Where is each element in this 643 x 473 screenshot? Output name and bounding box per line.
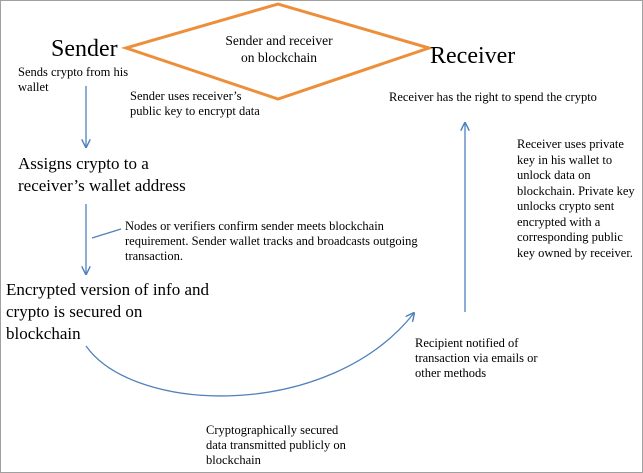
recipient-notified-note: Recipient notified of transaction via em… bbox=[415, 336, 538, 380]
blockchain-diamond-label: Sender and receiver on blockchain bbox=[225, 33, 333, 65]
blockchain-diamond-shape bbox=[120, 2, 434, 101]
receiver-label: Receiver bbox=[430, 43, 516, 69]
sender-label: Sender bbox=[51, 36, 118, 62]
sender-note: Sends crypto from his wallet bbox=[18, 65, 129, 94]
assign-step: Assigns crypto to a receiver’s wallet ad… bbox=[18, 154, 186, 195]
secured-step: Encrypted version of info and crypto is … bbox=[6, 280, 209, 343]
transmitted-note: Cryptographically secured data transmitt… bbox=[206, 423, 346, 467]
private-key-note: Receiver uses private key in his wallet … bbox=[517, 137, 635, 260]
verify-note: Nodes or verifiers confirm sender meets … bbox=[125, 219, 418, 263]
receiver-right-note: Receiver has the right to spend the cryp… bbox=[389, 90, 597, 104]
arrow-secured-to-recipient bbox=[85, 313, 414, 397]
encrypt-note: Sender uses receiver’s public key to enc… bbox=[130, 89, 260, 118]
callout-verify-connector bbox=[91, 228, 122, 239]
